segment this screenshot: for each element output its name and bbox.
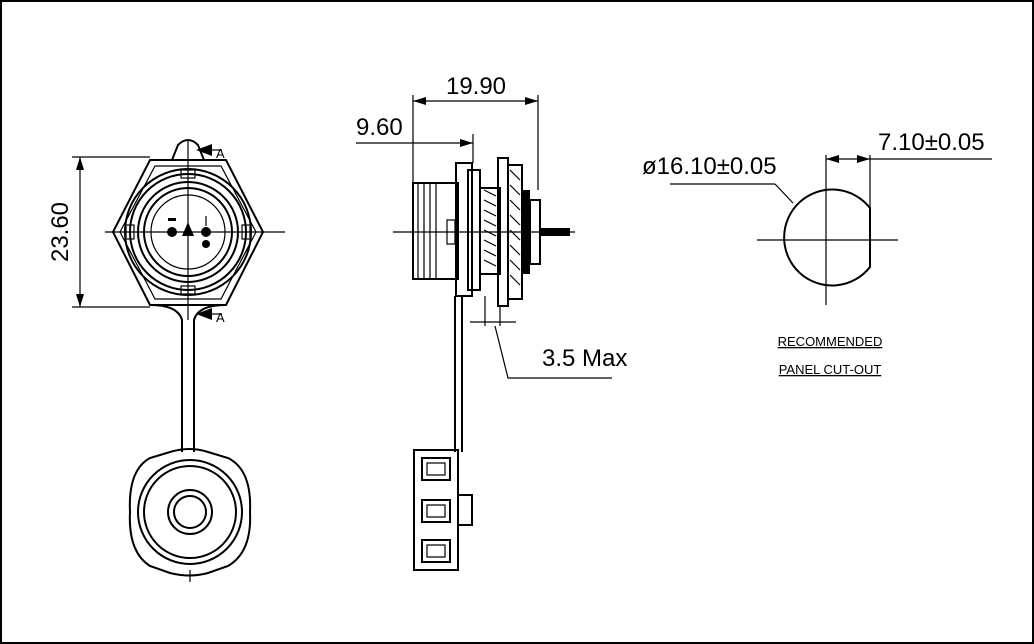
pin <box>202 240 210 248</box>
cutout-outline <box>783 188 871 287</box>
panel-cutout-view: 7.10±0.05 ø16.10±0.05 RECOMMENDED PANEL … <box>642 129 992 377</box>
dust-cap <box>128 448 252 582</box>
front-view: A A 23.60 <box>47 139 285 582</box>
thread-length-dimension: 9.60 <box>356 114 403 141</box>
panel-thickness-dimension: 3.5 Max <box>542 345 627 372</box>
cutout-caption-line1: RECOMMENDED <box>778 334 883 349</box>
overall-length-dimension: 19.90 <box>446 73 506 100</box>
side-view: 19.90 9.60 3.5 Max <box>356 73 627 571</box>
section-label-bottom: A <box>216 310 225 325</box>
pin <box>167 227 177 237</box>
cutout-caption-line2: PANEL CUT-OUT <box>779 362 882 377</box>
diameter-dimension: ø16.10±0.05 <box>642 153 777 180</box>
section-label-top: A <box>216 146 225 161</box>
pin <box>201 227 211 237</box>
flat-dimension: 7.10±0.05 <box>878 129 985 156</box>
height-dimension: 23.60 <box>47 202 74 262</box>
